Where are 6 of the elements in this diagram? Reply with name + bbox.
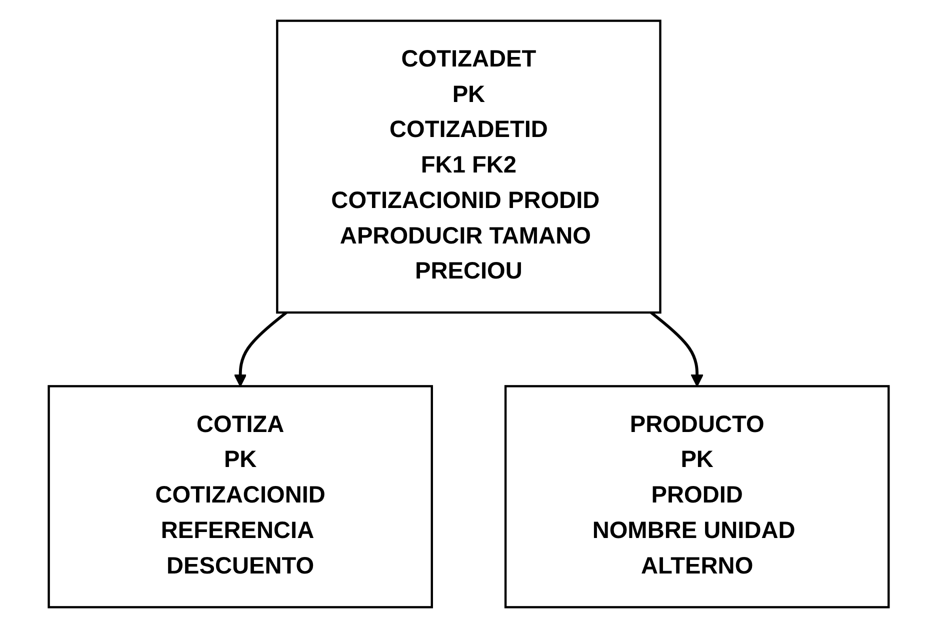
node-box <box>48 385 434 608</box>
node-box <box>504 385 890 608</box>
node-box <box>276 20 662 314</box>
arrow <box>650 311 704 387</box>
er-diagram: COTIZA PK COTIZACIONID REFERENCIA DESCUENTO COTIZADET PK COTIZADETID FK1 FK2 COTIZACIONID PRODID APRODUCIR TAMANO PRECIOU PRODUCTO PK PRODID NOMBRE UNIDAD ALTERNO <box>37 9 901 619</box>
arrow <box>234 311 288 387</box>
